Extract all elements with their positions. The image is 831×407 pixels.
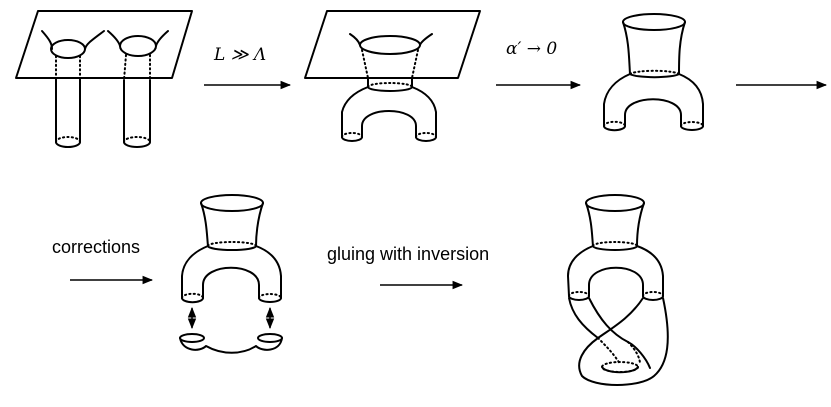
figure-pants-corrections <box>179 194 283 354</box>
figure-glued-twist <box>567 194 669 386</box>
tube-end-back <box>55 136 81 143</box>
waist-front <box>592 245 638 251</box>
leg-ends-front <box>341 136 437 142</box>
arrow-4: corrections <box>52 237 154 285</box>
twist-tube <box>588 297 629 343</box>
waist-rim <box>200 194 264 212</box>
figure-two-tubes <box>15 10 193 148</box>
pants-crotch <box>202 266 260 299</box>
cap-outer <box>179 337 283 354</box>
plane <box>15 10 193 79</box>
plane <box>304 10 481 79</box>
waist-rim <box>585 194 645 212</box>
waist-front <box>367 86 413 92</box>
leg-ends-front <box>603 125 704 132</box>
twist-tube <box>627 341 651 369</box>
tube-walls <box>55 79 81 143</box>
arrow-1: L ≫ Λ <box>204 45 292 90</box>
waist-back <box>592 241 638 247</box>
arrow-label: gluing with inversion <box>327 244 489 264</box>
twist-hidden <box>597 337 621 365</box>
arrow-5: gluing with inversion <box>327 244 489 290</box>
leg-ends-front <box>568 295 664 301</box>
twist-hidden <box>627 341 641 365</box>
pants-outer-left <box>341 86 369 138</box>
twist-tube <box>578 297 669 386</box>
tube-hidden-walls <box>55 55 81 81</box>
waist-hidden <box>361 49 419 79</box>
pants-outer-right <box>255 245 282 299</box>
waist-front <box>629 73 680 79</box>
waist-rim <box>359 35 421 55</box>
pants-outer-left <box>181 245 209 299</box>
cap-end <box>179 333 205 343</box>
pants-outer-right <box>678 73 704 127</box>
waist-back <box>629 69 680 75</box>
waist-flare <box>349 33 433 46</box>
outer-left <box>567 245 594 297</box>
outer-right <box>636 245 664 297</box>
leg-ends-back <box>341 132 437 138</box>
waist-back <box>207 241 257 247</box>
leg-ends-front <box>181 297 282 304</box>
cap-end <box>257 333 283 343</box>
waist-front <box>207 245 257 251</box>
pants-outer-left <box>603 73 631 127</box>
tube-rim <box>119 35 157 57</box>
waist-rim <box>622 13 686 31</box>
tube-hidden-walls <box>123 54 151 81</box>
tube-end-front <box>123 141 151 148</box>
figure-pants <box>603 13 704 132</box>
figure-pants-in-plane <box>304 10 481 142</box>
tube-end-front <box>55 141 81 148</box>
waist-walls <box>622 21 686 75</box>
leg-ends-back <box>603 120 704 127</box>
waist-walls <box>200 202 264 247</box>
tube-end-back <box>123 136 151 143</box>
pants-crotch <box>361 110 417 138</box>
arrow-label: corrections <box>52 237 140 257</box>
arrow-label: L ≫ Λ <box>213 45 266 65</box>
tube-flare <box>41 30 105 50</box>
waist-walls <box>585 202 645 247</box>
tube-flare <box>107 30 169 47</box>
seam-front <box>601 366 639 374</box>
arrow-label: α′ → 0 <box>506 39 557 59</box>
tube-walls <box>123 79 151 143</box>
leg-ends-back <box>568 291 664 297</box>
leg-ends-back <box>181 292 282 299</box>
arrow-2: α′ → 0 <box>496 39 582 90</box>
pants-outer-right <box>411 86 437 138</box>
waist-back <box>367 82 413 88</box>
pants-crotch <box>624 98 682 127</box>
crotch <box>588 266 644 297</box>
twist-tube <box>568 297 599 339</box>
